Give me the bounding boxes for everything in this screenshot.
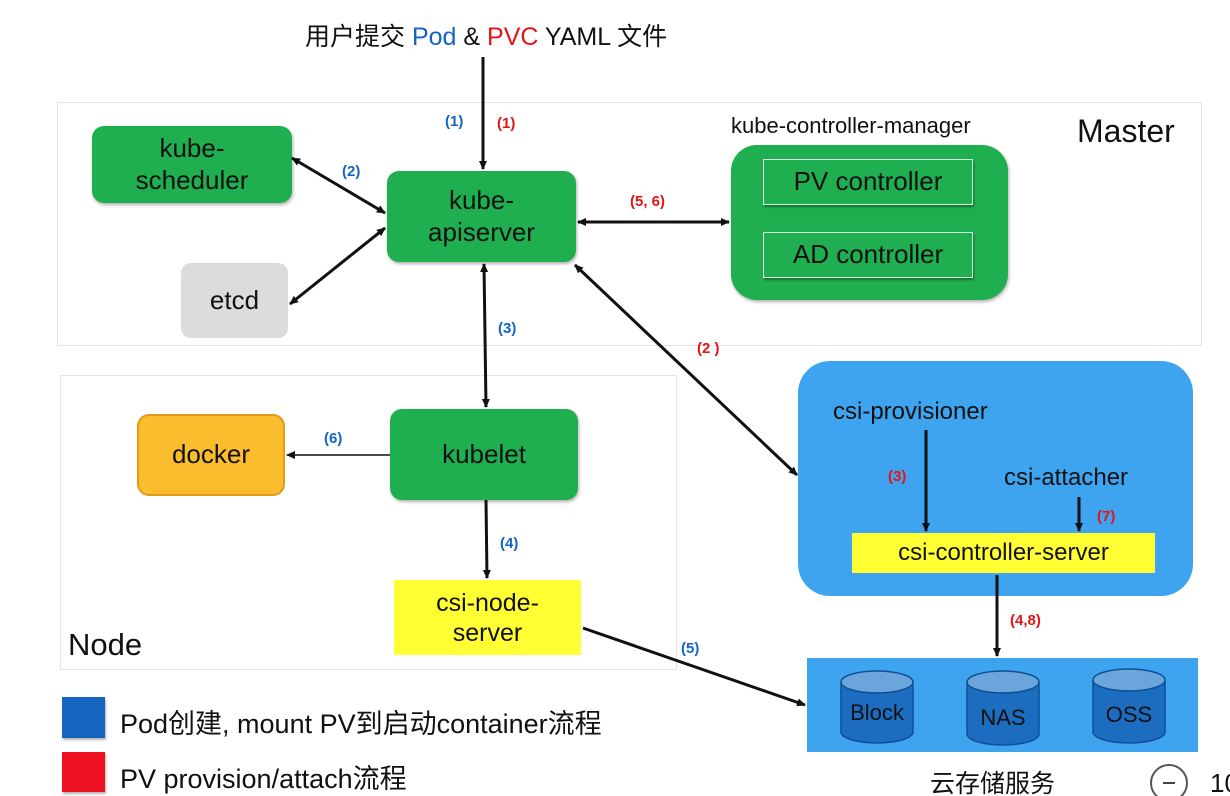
oss-cylinder-icon <box>1092 668 1166 744</box>
step-kcm: (5, 6) <box>630 193 666 210</box>
arrow-kubelet-csinode <box>482 499 491 579</box>
arrow-apiserver-csi <box>573 263 799 477</box>
storage-block: Block <box>850 700 904 725</box>
step-controller-storage: (4,8) <box>1010 612 1041 629</box>
step-node-server: (4) <box>500 535 519 552</box>
etcd: etcd <box>181 263 288 338</box>
kube-scheduler: kube- scheduler <box>92 126 292 203</box>
storage-oss: OSS <box>1105 702 1153 727</box>
title: 用户提交 Pod & PVC YAML 文件 <box>305 17 667 53</box>
arrow-scheduler-apiserver <box>291 156 386 215</box>
legend-blue-swatch <box>62 697 105 738</box>
legend-blue-label: Pod创建, mount PV到启动container流程 <box>120 709 602 739</box>
step-attacher: (7) <box>1097 508 1116 525</box>
legend-red-label: PV provision/attach流程 <box>120 764 407 794</box>
csi-node-server: csi-node- server <box>394 580 581 655</box>
controller-manager-label: kube-controller-manager <box>731 113 971 138</box>
kube-apiserver: kube- apiserver <box>387 171 576 262</box>
title-prefix: 用户提交 <box>305 23 412 51</box>
legend-red-swatch <box>62 752 105 792</box>
step-node-storage: (5) <box>681 640 700 657</box>
step-provisioner: (3) <box>888 468 907 485</box>
step-csi-controller: (2 ) <box>697 340 720 357</box>
step-scheduler: (2) <box>342 163 361 180</box>
docker: docker <box>137 414 285 496</box>
node-label: Node <box>68 627 143 662</box>
pv-controller: PV controller <box>763 159 973 205</box>
step-docker: (6) <box>324 430 343 447</box>
block-cylinder-icon <box>840 670 914 744</box>
master-label: Master <box>1077 113 1175 149</box>
title-suffix: YAML 文件 <box>538 23 668 51</box>
nas-cylinder-icon <box>966 670 1040 746</box>
storage-nas: NAS <box>980 705 1026 730</box>
arrow-apiserver-kubelet <box>480 263 490 408</box>
ad-controller: AD controller <box>763 232 973 278</box>
minus-circle-icon[interactable] <box>1150 764 1188 796</box>
step-user-blue: (1) <box>445 113 464 130</box>
arrow-etcd-apiserver <box>289 226 386 306</box>
page-number: 10 <box>1210 768 1230 796</box>
csi-attacher: csi-attacher <box>1004 464 1129 491</box>
storage-label: 云存储服务 <box>930 770 1056 796</box>
step-user-red: (1) <box>497 115 516 132</box>
csi-provisioner: csi-provisioner <box>833 398 988 425</box>
title-pvc: PVC <box>487 23 539 51</box>
title-pod: Pod <box>411 23 457 51</box>
kubelet: kubelet <box>390 409 578 500</box>
step-kubelet: (3) <box>498 320 517 337</box>
csi-controller-server: csi-controller-server <box>852 533 1155 573</box>
title-amp: & <box>456 23 488 51</box>
arrow-csinode-storage <box>582 626 806 707</box>
